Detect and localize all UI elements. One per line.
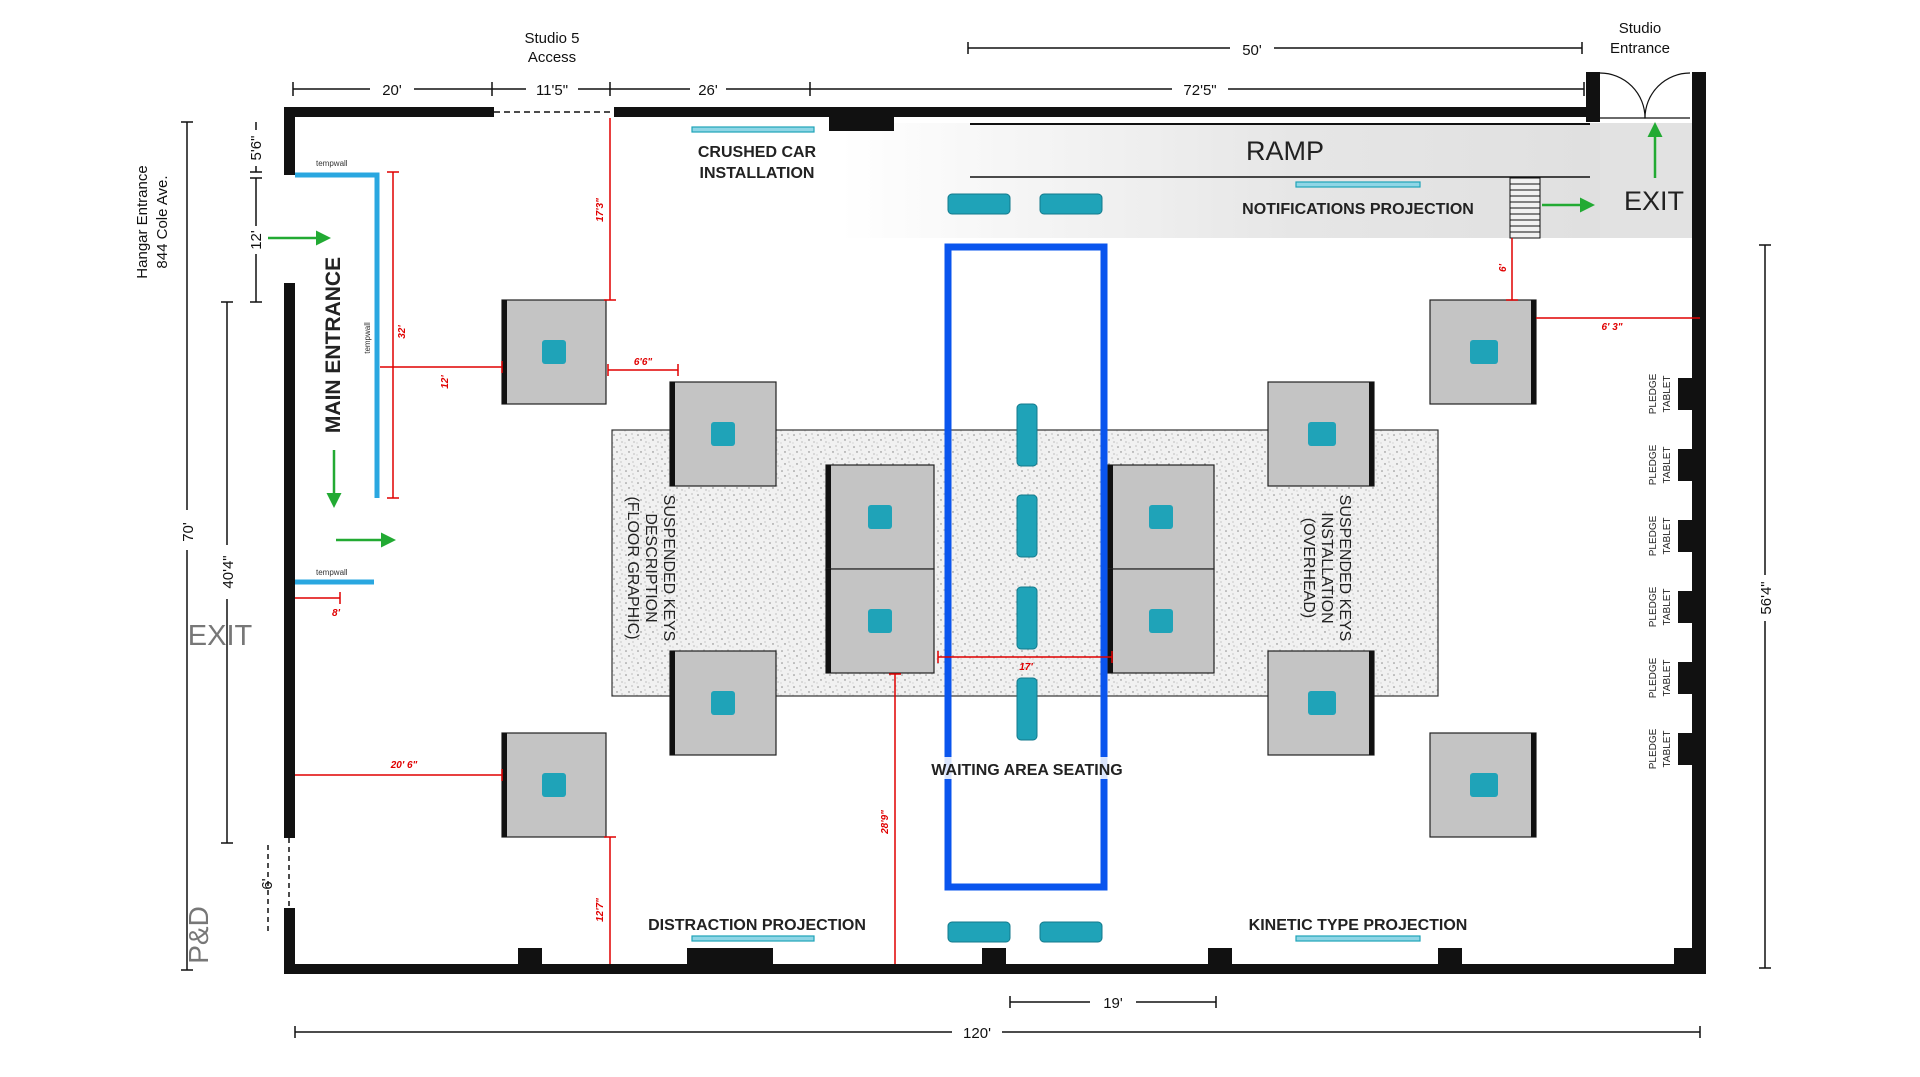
exit-landing (1600, 123, 1700, 238)
svg-text:PLEDGE: PLEDGE (1648, 515, 1659, 556)
kiosk (669, 650, 777, 756)
studio-entrance-line2: Entrance (1610, 40, 1670, 57)
svg-text:TABLET: TABLET (1662, 659, 1673, 696)
svg-text:TABLET: TABLET (1662, 375, 1673, 412)
kiosk (501, 732, 607, 838)
svg-text:SUSPENDED KEYS: SUSPENDED KEYS (1336, 495, 1353, 642)
exit-right-label: EXIT (1624, 186, 1684, 216)
dim-top-20: 20' (382, 82, 402, 99)
dim-left-5-6: 5'6" (248, 136, 265, 161)
direction-arrows (268, 122, 1663, 548)
dim-left-12: 12' (248, 230, 265, 250)
crushed-car-line1: CRUSHED CAR (698, 144, 817, 161)
svg-text:PLEDGE: PLEDGE (1648, 657, 1659, 698)
dim-bottom-120: 120' (963, 1025, 991, 1042)
red-dimension-lines (295, 118, 1700, 964)
red-dim-17: 17' (1019, 662, 1033, 673)
kiosk (1267, 381, 1375, 487)
kiosk (669, 381, 777, 487)
studio5-access-line1: Studio 5 (524, 30, 579, 47)
kiosk (1107, 568, 1215, 674)
main-entrance-label: MAIN ENTRANCE (322, 257, 345, 433)
dim-left-6: 6' (259, 878, 276, 889)
dim-top-50: 50' (1242, 42, 1262, 59)
kiosk (1267, 650, 1375, 756)
svg-text:TABLET: TABLET (1662, 588, 1673, 625)
dim-bottom-19: 19' (1103, 995, 1123, 1012)
top-dimension-lines (292, 42, 1585, 96)
pd-label: P&D (183, 906, 214, 964)
dim-left-40-4: 40'4" (220, 555, 237, 588)
ramp-area (840, 123, 1600, 238)
suspended-keys-description-label: SUSPENDED KEYS DESCRIPTION (FLOOR GRAPHI… (624, 495, 677, 642)
kiosk (1429, 299, 1537, 405)
svg-text:(OVERHEAD): (OVERHEAD) (1300, 518, 1317, 618)
svg-text:INSTALLATION: INSTALLATION (1318, 512, 1335, 623)
dim-top-11-5: 11'5" (536, 82, 568, 99)
studio5-access-line2: Access (528, 49, 576, 66)
red-dim-6-6: 6'6" (634, 357, 653, 368)
dim-top-26: 26' (698, 82, 718, 99)
red-dim-20-6: 20' 6" (390, 760, 418, 771)
dim-left-70: 70' (180, 522, 197, 542)
benches (947, 193, 1103, 943)
kiosk (501, 299, 607, 405)
exit-left-label: EXIT (188, 620, 253, 652)
red-dim-12: 12' (440, 375, 451, 389)
red-dim-32: 32' (397, 325, 408, 339)
waiting-area-outline (944, 243, 1108, 891)
svg-text:TABLET: TABLET (1662, 446, 1673, 483)
red-dim-8: 8' (332, 608, 341, 619)
red-dim-6-3: 6' 3" (1601, 322, 1622, 333)
kinetic-type-projection-label: KINETIC TYPE PROJECTION (1249, 917, 1468, 934)
distraction-projection-label: DISTRACTION PROJECTION (648, 917, 866, 934)
tempwall-label-top: tempwall (316, 159, 348, 168)
hangar-entrance-line2: 844 Cole Ave. (154, 175, 171, 268)
svg-text:DESCRIPTION: DESCRIPTION (642, 513, 659, 622)
svg-text:TABLET: TABLET (1662, 517, 1673, 554)
svg-text:TABLET: TABLET (1662, 730, 1673, 767)
notifications-projection-label: NOTIFICATIONS PROJECTION (1242, 201, 1474, 218)
svg-text:SUSPENDED KEYS: SUSPENDED KEYS (660, 495, 677, 642)
projection-bars (691, 126, 1421, 942)
svg-text:PLEDGE: PLEDGE (1648, 444, 1659, 485)
studio-entrance-line1: Studio (1619, 20, 1662, 37)
tempwall-label-side: tempwall (363, 322, 372, 354)
stairs (1509, 177, 1541, 239)
kiosk (1429, 732, 1537, 838)
kiosk (1107, 464, 1215, 570)
temp-walls (295, 172, 380, 585)
red-dim-12-7: 12'7" (595, 898, 606, 922)
kiosk (825, 464, 935, 570)
waiting-area-seating-label: WAITING AREA SEATING (931, 762, 1122, 779)
hangar-entrance-line1: Hangar Entrance (134, 165, 151, 278)
dim-right-56-4: 56'4" (1758, 581, 1775, 614)
svg-text:PLEDGE: PLEDGE (1648, 373, 1659, 414)
dim-top-72-5: 72'5" (1183, 82, 1216, 99)
red-dim-6: 6' (1498, 263, 1509, 272)
red-dim-28-9: 28'9" (880, 810, 891, 835)
walls (284, 72, 1706, 974)
crushed-car-line2: INSTALLATION (700, 165, 815, 182)
tempwall-label-bottom: tempwall (316, 568, 348, 577)
red-dim-17-3: 17'3" (595, 198, 606, 222)
svg-text:PLEDGE: PLEDGE (1648, 728, 1659, 769)
ramp-label: RAMP (1246, 136, 1324, 166)
svg-text:(FLOOR GRAPHIC): (FLOOR GRAPHIC) (624, 496, 641, 639)
studio-entrance-doors (1599, 72, 1691, 119)
kiosk (825, 568, 935, 674)
suspended-keys-installation-label: SUSPENDED KEYS INSTALLATION (OVERHEAD) (1300, 495, 1353, 642)
svg-text:PLEDGE: PLEDGE (1648, 586, 1659, 627)
